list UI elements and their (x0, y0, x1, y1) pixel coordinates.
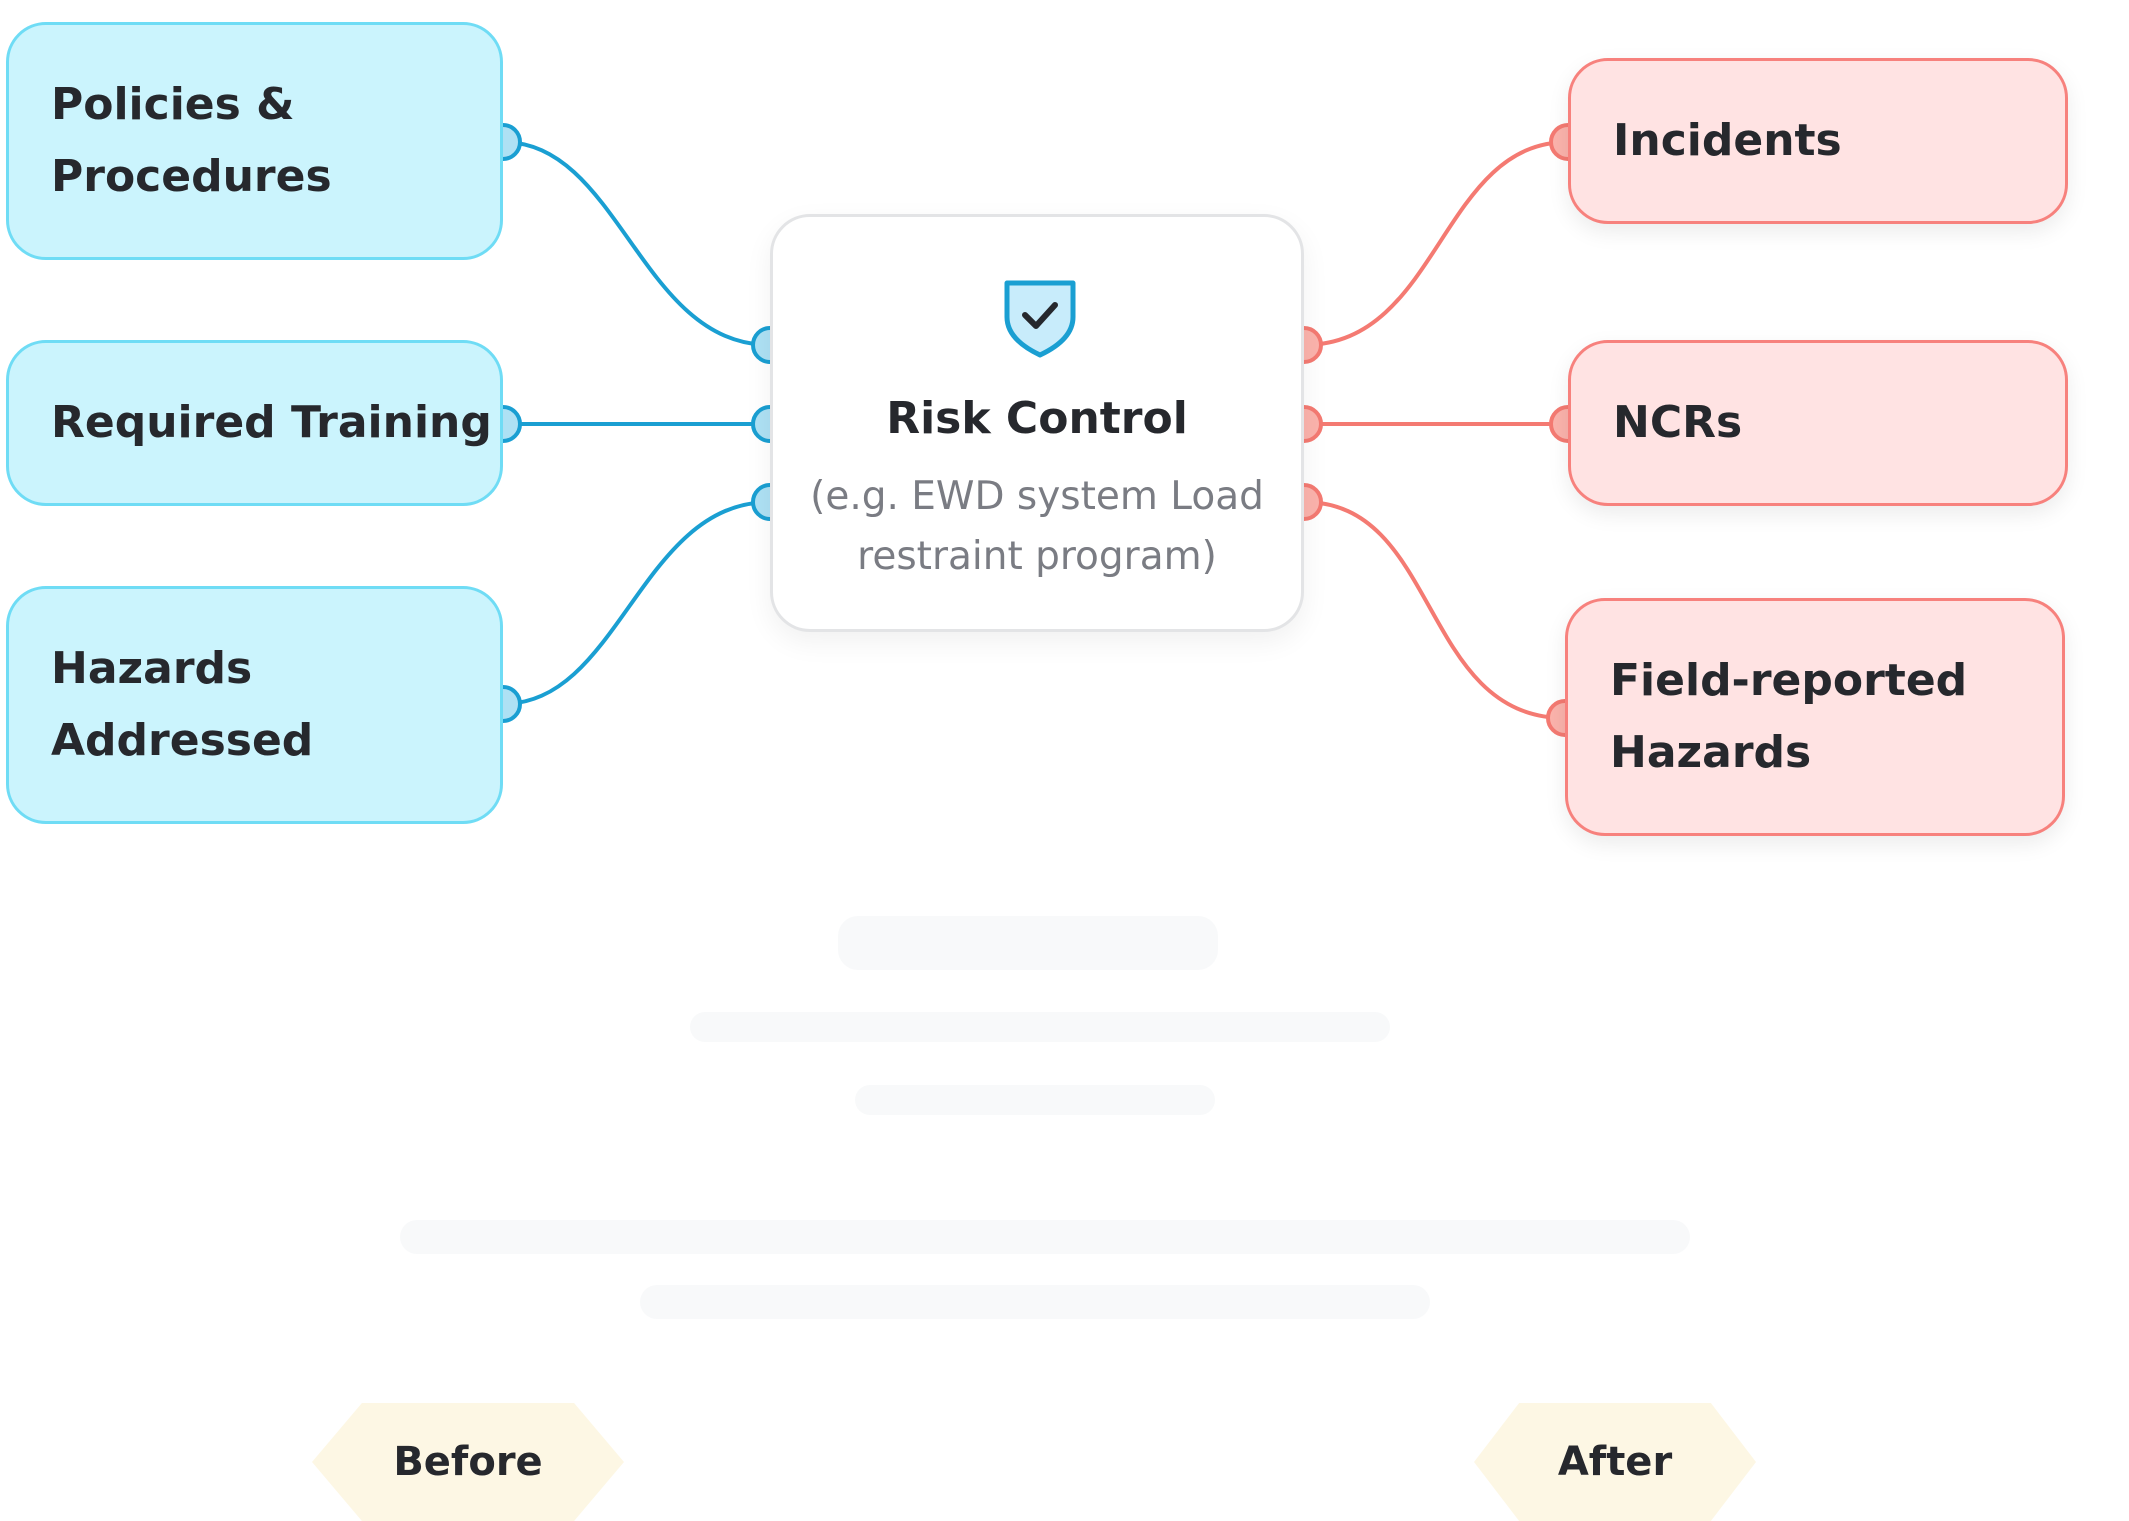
node-label: Required Training (51, 397, 492, 448)
node-label: Procedures (51, 151, 332, 202)
wire-field-hazards (1303, 500, 1566, 720)
node-label: Incidents (1613, 115, 1842, 166)
shield-check-icon (1004, 280, 1076, 358)
faded-background-text (0, 900, 2129, 1320)
wire-hazards (502, 500, 771, 706)
subtitle-line: restraint program) (857, 534, 1217, 579)
wire-incidents (1303, 140, 1569, 347)
subtitle-line: (e.g. EWD system Load (810, 474, 1264, 519)
input-node-hazards-addressed[interactable]: Hazards Addressed (6, 586, 503, 824)
node-label: Field-reported (1610, 655, 1968, 706)
node-label: Policies & (51, 79, 295, 130)
node-label: Addressed (51, 715, 314, 766)
input-node-policies-procedures[interactable]: Policies & Procedures (6, 22, 503, 260)
output-node-field-reported-hazards[interactable]: Field-reported Hazards (1565, 598, 2065, 836)
faded-line (690, 1012, 1390, 1042)
risk-control-subtitle: (e.g. EWD system Load restraint program) (793, 467, 1281, 587)
input-node-required-training[interactable]: Required Training (6, 340, 503, 506)
risk-control-title: Risk Control (886, 393, 1188, 444)
before-tag: Before (312, 1403, 624, 1521)
node-label: Hazards (51, 643, 253, 694)
risk-control-card[interactable]: Risk Control (e.g. EWD system Load restr… (770, 214, 1304, 632)
wire-policies (502, 140, 771, 347)
output-node-ncrs[interactable]: NCRs (1568, 340, 2068, 506)
faded-line (640, 1285, 1430, 1319)
node-label: Hazards (1610, 727, 1812, 778)
output-node-incidents[interactable]: Incidents (1568, 58, 2068, 224)
faded-line (400, 1220, 1690, 1254)
faded-heading (838, 916, 1218, 970)
node-label: NCRs (1613, 397, 1743, 448)
after-tag: After (1474, 1403, 1756, 1521)
faded-line (855, 1085, 1215, 1115)
